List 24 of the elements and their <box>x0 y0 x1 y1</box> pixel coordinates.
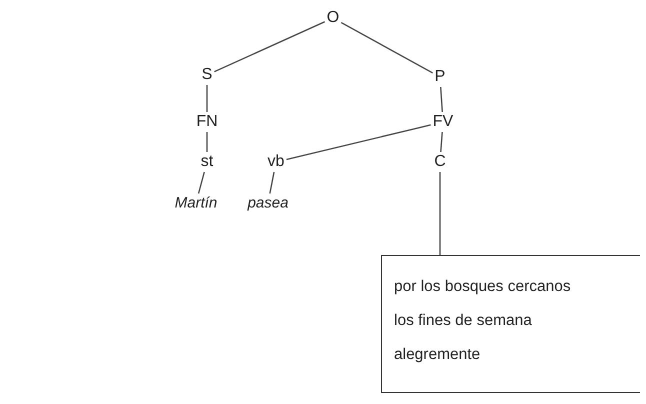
tree-node-label: vb <box>266 153 286 171</box>
word-label: Martín <box>174 194 218 212</box>
tree-branch-line <box>439 172 441 255</box>
word-label: pasea <box>246 194 290 212</box>
tree-branch-line <box>206 132 208 152</box>
phrase-text: los fines de semana <box>394 312 533 331</box>
tree-node-label: FN <box>195 113 219 131</box>
tree-branch-line <box>214 21 326 72</box>
tree-branch-line <box>198 172 205 194</box>
tree-branch-line <box>286 124 431 160</box>
tree-node-label: O <box>326 9 340 27</box>
text-box <box>381 255 640 393</box>
tree-node-label: st <box>200 153 214 171</box>
phrase-text: alegremente <box>394 346 482 365</box>
tree-node-label: C <box>433 153 447 171</box>
tree-node-label: P <box>434 68 446 86</box>
tree-node-label: S <box>200 66 214 84</box>
tree-branch-line <box>440 86 443 112</box>
tree-branch-line <box>340 22 433 74</box>
tree-branch-line <box>440 132 443 152</box>
tree-node-label: FV <box>432 113 454 131</box>
tree-branch-line <box>269 172 275 194</box>
phrase-text: por los bosques cercanos <box>394 278 572 297</box>
tree-branch-line <box>206 85 208 112</box>
